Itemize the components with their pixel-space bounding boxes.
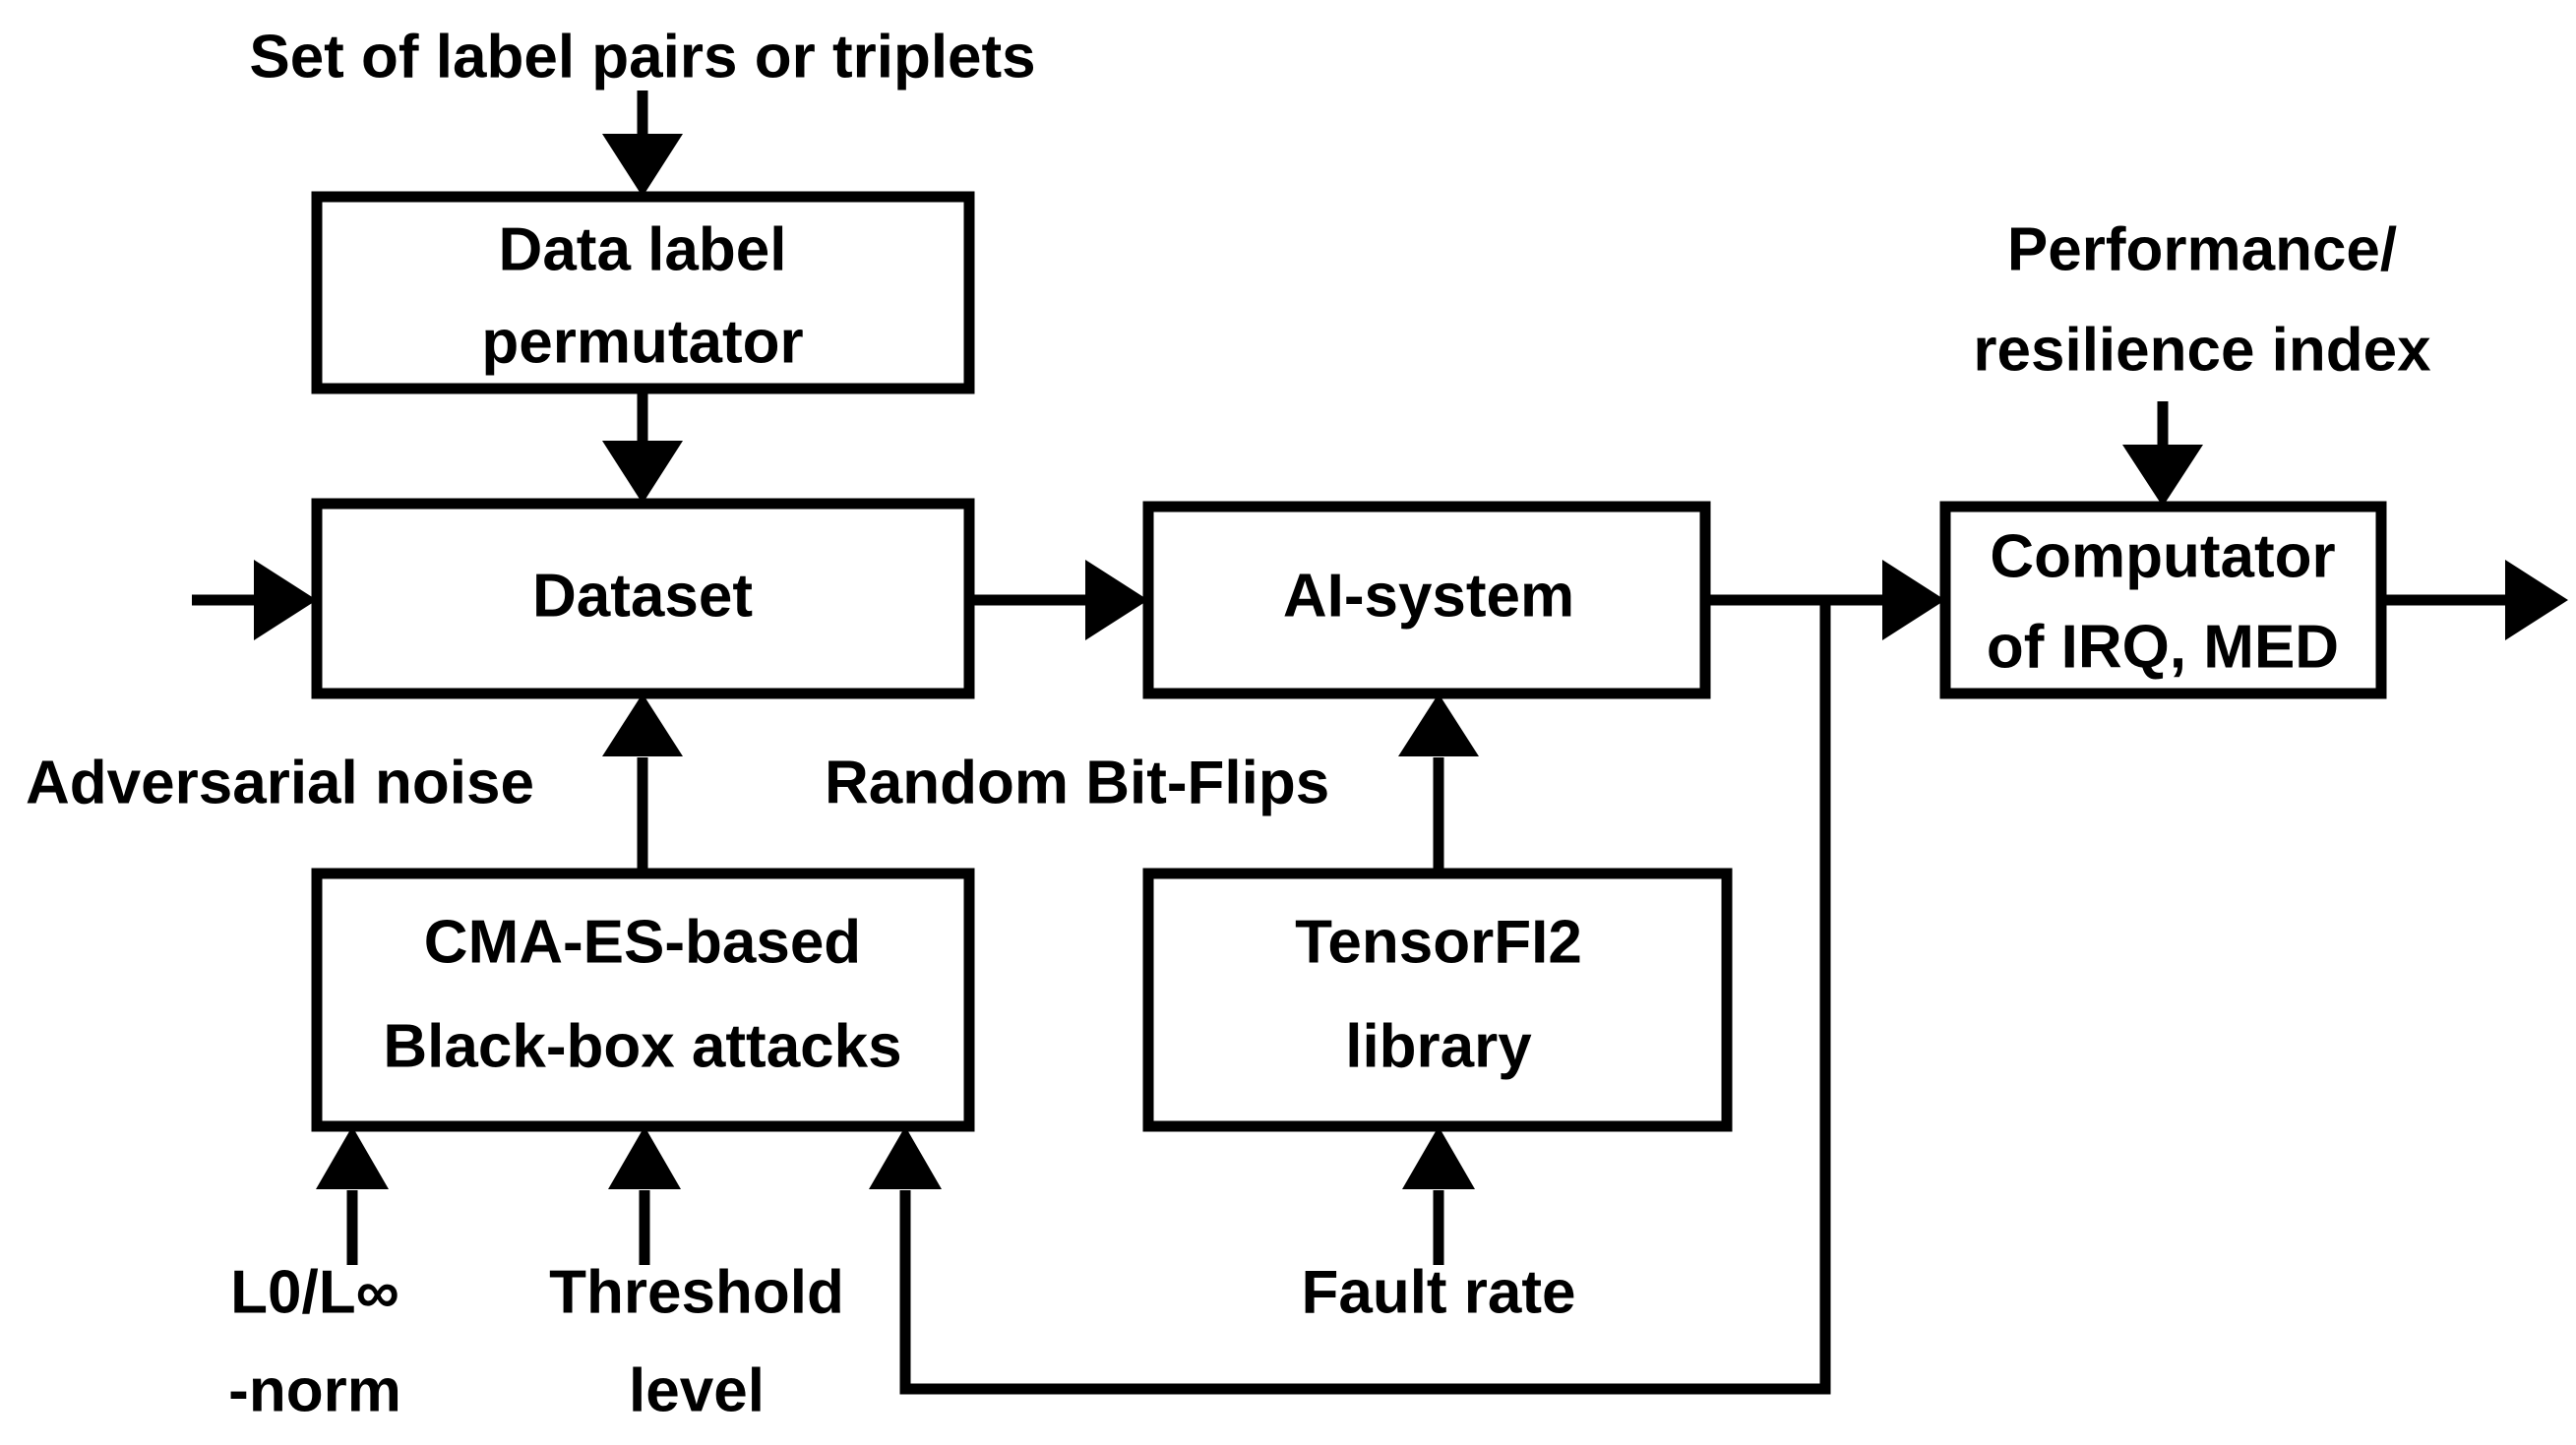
arrow-perfindex-to-computator bbox=[2122, 401, 2203, 507]
node-dataset[interactable] bbox=[311, 498, 975, 699]
node-label-computator-line2: of IRQ, MED bbox=[1987, 613, 2339, 681]
arrow-aisystem-to-computator bbox=[1705, 560, 1945, 640]
arrow-norm-to-cmaes bbox=[316, 1126, 389, 1265]
label-l0-linf-norm-line1: L0/L∞ bbox=[230, 1258, 399, 1326]
node-label-tensorfi2-line2: library bbox=[1345, 1012, 1532, 1080]
label-fault-rate: Fault rate bbox=[1301, 1258, 1575, 1326]
label-random-bit-flips: Random Bit-Flips bbox=[825, 749, 1329, 816]
label-adversarial-noise: Adversarial noise bbox=[26, 749, 534, 816]
arrow-dataset-to-aisystem bbox=[969, 560, 1148, 640]
arrow-permutator-to-dataset bbox=[602, 389, 683, 504]
node-label-cma-es-line1: CMA-ES-based bbox=[424, 908, 861, 976]
arrow-cmaes-to-dataset bbox=[602, 693, 683, 873]
arrow-computator-output bbox=[2381, 560, 2568, 640]
node-data-label-permutator[interactable] bbox=[311, 191, 975, 394]
feedback-loop-to-cmaes bbox=[869, 600, 1831, 1395]
node-label-cma-es-line2: Black-box attacks bbox=[383, 1012, 901, 1080]
arrow-tensorfi2-to-aisystem bbox=[1398, 693, 1479, 873]
node-label-data-label-permutator-line1: Data label bbox=[499, 215, 787, 283]
node-cma-es-attacks[interactable] bbox=[311, 868, 975, 1132]
node-label-computator-line1: Computator bbox=[1990, 522, 2335, 590]
arrow-faultrate-to-tensorfi2 bbox=[1402, 1126, 1475, 1265]
node-label-data-label-permutator-line2: permutator bbox=[481, 308, 803, 376]
arrow-threshold-to-cmaes bbox=[608, 1126, 681, 1265]
label-l0-linf-norm-line2: -norm bbox=[228, 1356, 401, 1424]
label-performance-resilience-index-line2: resilience index bbox=[1973, 316, 2431, 384]
node-label-dataset: Dataset bbox=[532, 562, 753, 630]
label-performance-resilience-index-line1: Performance/ bbox=[2007, 215, 2397, 283]
label-set-of-label-pairs: Set of label pairs or triplets bbox=[249, 23, 1035, 90]
arrow-labelpairs-to-permutator bbox=[602, 90, 683, 197]
node-label-ai-system: AI-system bbox=[1283, 562, 1574, 630]
label-threshold-level-line1: Threshold bbox=[549, 1258, 844, 1326]
label-threshold-level-line2: level bbox=[629, 1356, 765, 1424]
node-tensorfi2-library[interactable] bbox=[1142, 868, 1733, 1132]
arrow-input-to-dataset bbox=[192, 560, 317, 640]
node-ai-system[interactable] bbox=[1142, 501, 1711, 699]
node-computator[interactable] bbox=[1939, 501, 2387, 699]
node-label-tensorfi2-line1: TensorFI2 bbox=[1295, 908, 1582, 976]
